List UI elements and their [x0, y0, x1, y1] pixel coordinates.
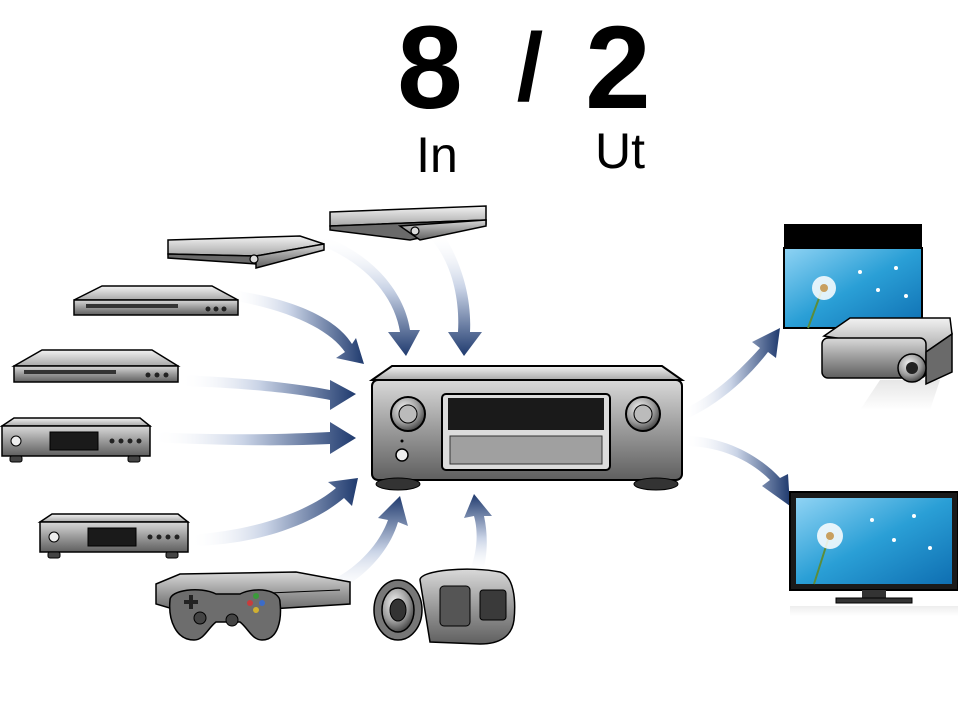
av-receiver	[368, 365, 686, 491]
source-device	[0, 417, 153, 463]
input-arrow	[430, 232, 482, 356]
dvd-player-icon	[11, 349, 181, 383]
header: 8 / 2 In Ut	[397, 2, 651, 183]
output-arrows	[682, 328, 790, 506]
projector-icon	[821, 317, 953, 386]
projector-screen	[783, 224, 923, 329]
input-arrow	[320, 235, 420, 356]
source-device	[73, 285, 239, 316]
input-arrow	[464, 494, 492, 574]
tv-icon	[789, 491, 958, 616]
output-device	[789, 491, 958, 616]
output-arrow-projector	[682, 328, 780, 420]
source-device	[329, 205, 487, 241]
blu-ray-player-icon	[329, 205, 487, 241]
dvd-player-icon	[73, 285, 239, 316]
dandelion-image	[813, 514, 932, 585]
source-device	[11, 349, 181, 383]
input-arrow	[230, 290, 364, 364]
projector-beam	[860, 380, 940, 410]
source-device	[155, 571, 351, 641]
cd-player-icon	[0, 417, 153, 463]
output-arrow-tv	[684, 436, 790, 506]
outputs-label: Ut	[595, 123, 645, 179]
outputs-count: 2	[585, 2, 651, 134]
source-device	[37, 513, 191, 559]
camcorder-icon	[373, 568, 516, 645]
source-device	[373, 568, 516, 645]
input-arrow	[190, 478, 358, 546]
source-device	[167, 235, 325, 269]
game-console-icon	[155, 571, 351, 641]
inputs-count: 8	[397, 2, 463, 134]
av-receiver-icon	[368, 365, 686, 491]
blu-ray-player-icon	[167, 235, 325, 269]
dandelion-image	[807, 266, 908, 329]
inputs-label: In	[416, 127, 458, 183]
input-arrow	[152, 422, 356, 454]
input-arrow	[180, 375, 356, 410]
count-separator: /	[517, 14, 544, 121]
output-device	[783, 224, 953, 410]
cd-player-icon	[37, 513, 191, 559]
